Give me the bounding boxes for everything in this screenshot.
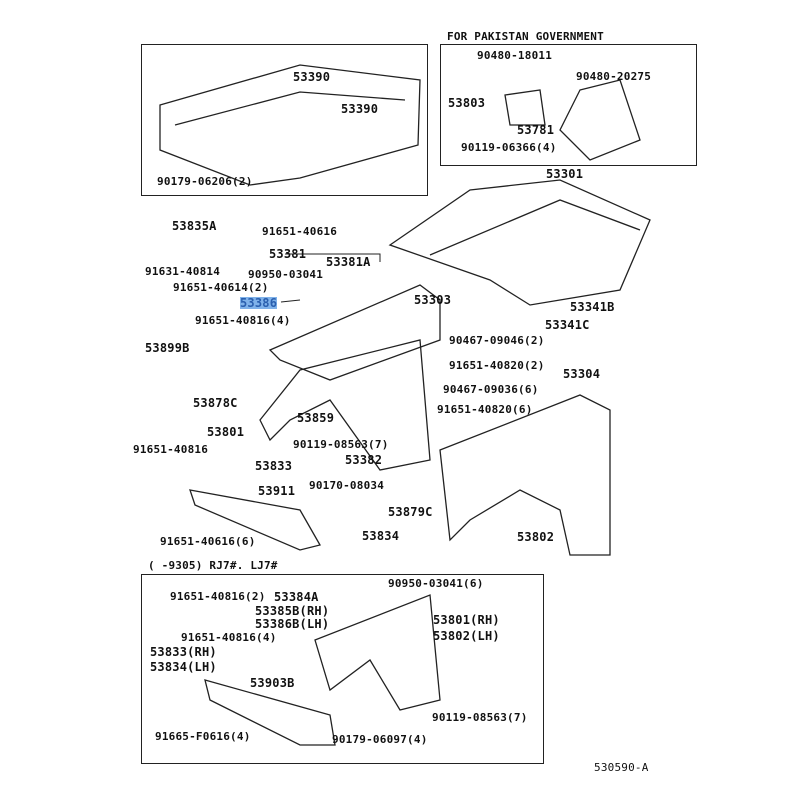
hood-drawing bbox=[388, 179, 651, 306]
hood-inset-box bbox=[141, 44, 428, 196]
part-label: 53381A bbox=[326, 255, 371, 269]
part-label: 53903B bbox=[250, 676, 295, 690]
part-label: 53301 bbox=[546, 167, 584, 181]
part-label: 90119-08563(7) bbox=[432, 711, 528, 724]
part-label: 53386B(LH) bbox=[255, 617, 330, 631]
part-label: 53381 bbox=[269, 247, 307, 261]
part-label: 90480-20275 bbox=[576, 70, 652, 83]
part-label: 53911 bbox=[258, 484, 296, 498]
part-label: 53878C bbox=[193, 396, 238, 410]
part-label-highlighted[interactable]: 53386 bbox=[240, 296, 278, 310]
cowl-panel-drawing bbox=[268, 284, 441, 381]
part-label: 53341C bbox=[545, 318, 590, 332]
part-label: 53899B bbox=[145, 341, 190, 355]
part-label: 90170-08034 bbox=[309, 479, 385, 492]
part-label: 90467-09046(2) bbox=[449, 334, 545, 347]
part-label: 53833(RH) bbox=[150, 645, 217, 659]
part-label: 53385B(RH) bbox=[255, 604, 330, 618]
part-label: 53835A bbox=[172, 219, 217, 233]
part-label: 91651-40820(6) bbox=[437, 403, 533, 416]
inset-title: ( -9305) RJ7#. LJ7# bbox=[148, 559, 278, 572]
lower-support-drawing bbox=[204, 679, 336, 746]
part-label: 53304 bbox=[563, 367, 601, 381]
part-label: 53781 bbox=[517, 123, 555, 137]
pakistan-inset-box bbox=[440, 44, 697, 166]
part-label: 53801 bbox=[207, 425, 245, 439]
part-label: 53384A bbox=[274, 590, 319, 604]
part-label: 91651-40816(2) bbox=[170, 590, 266, 603]
part-label: 53833 bbox=[255, 459, 293, 473]
lower-apron-drawing bbox=[314, 594, 441, 711]
bottom-inset-box bbox=[141, 574, 544, 764]
part-label: 91651-40614(2) bbox=[173, 281, 269, 294]
part-label: 53390 bbox=[293, 70, 331, 84]
part-label: 91631-40814 bbox=[145, 265, 221, 278]
part-label: 91651-40816 bbox=[133, 443, 209, 456]
part-label: 53802(LH) bbox=[433, 629, 500, 643]
part-label: 90950-03041 bbox=[248, 268, 324, 281]
part-label: 53303 bbox=[414, 293, 452, 307]
part-label: 53803 bbox=[448, 96, 486, 110]
part-label: 53859 bbox=[297, 411, 335, 425]
part-label: 90950-03041(6) bbox=[388, 577, 484, 590]
fender-drawing bbox=[439, 394, 611, 556]
part-label: 53801(RH) bbox=[433, 613, 500, 627]
part-label: 91651-40616 bbox=[262, 225, 338, 238]
part-label: 90119-06366(4) bbox=[461, 141, 557, 154]
part-label: 90467-09036(6) bbox=[443, 383, 539, 396]
part-label: 90179-06206(2) bbox=[157, 175, 253, 188]
part-label: 53802 bbox=[517, 530, 555, 544]
part-label: 53382 bbox=[345, 453, 383, 467]
part-label: 53879C bbox=[388, 505, 433, 519]
part-label: 53341B bbox=[570, 300, 615, 314]
part-label: 91651-40820(2) bbox=[449, 359, 545, 372]
radiator-support-drawing bbox=[189, 489, 321, 551]
hood-inset-drawing bbox=[159, 64, 421, 186]
fender-apron-drawing bbox=[259, 339, 431, 471]
pakistan-inset-drawing bbox=[504, 79, 641, 161]
part-label: 91651-40816(4) bbox=[195, 314, 291, 327]
part-label: 90119-08563(7) bbox=[293, 438, 389, 451]
inset-title: FOR PAKISTAN GOVERNMENT bbox=[447, 30, 604, 43]
part-label: 53834(LH) bbox=[150, 660, 217, 674]
part-label: 53834 bbox=[362, 529, 400, 543]
diagram-code: 530590-A bbox=[594, 761, 649, 774]
part-label: 90179-06097(4) bbox=[332, 733, 428, 746]
part-label: 91651-40816(4) bbox=[181, 631, 277, 644]
part-label: 91651-40616(6) bbox=[160, 535, 256, 548]
part-label: 53390 bbox=[341, 102, 379, 116]
part-label: 90480-18011 bbox=[477, 49, 553, 62]
part-label: 91665-F0616(4) bbox=[155, 730, 251, 743]
